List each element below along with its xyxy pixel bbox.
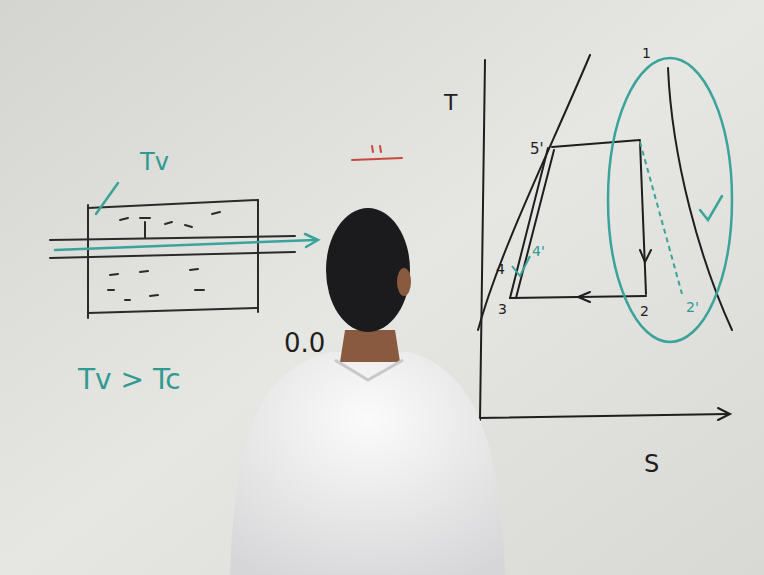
note-text: 0.0 xyxy=(284,330,325,356)
state-number: 3 xyxy=(498,302,507,316)
heat-exchanger xyxy=(50,200,295,318)
check-mark xyxy=(700,196,722,220)
dashed-expansion xyxy=(640,142,682,294)
flow-arrow xyxy=(55,183,318,250)
state-number: 4 xyxy=(496,262,505,276)
lecturer xyxy=(230,208,505,575)
state-number: 1 xyxy=(642,46,651,60)
state-number: 4' xyxy=(532,244,545,258)
check-mark xyxy=(512,256,530,276)
red-mark xyxy=(352,146,402,160)
state-number: 2' xyxy=(686,300,699,314)
highlight-ellipse xyxy=(608,58,732,342)
axis-label: T xyxy=(444,92,457,114)
stream-label: Tv xyxy=(140,150,169,174)
condition-note: Tv > Tc xyxy=(78,366,181,394)
state-number: 5' xyxy=(530,142,544,157)
axis-label: S xyxy=(644,452,659,476)
state-number: 2 xyxy=(640,304,649,318)
ts-diagram xyxy=(478,55,732,420)
